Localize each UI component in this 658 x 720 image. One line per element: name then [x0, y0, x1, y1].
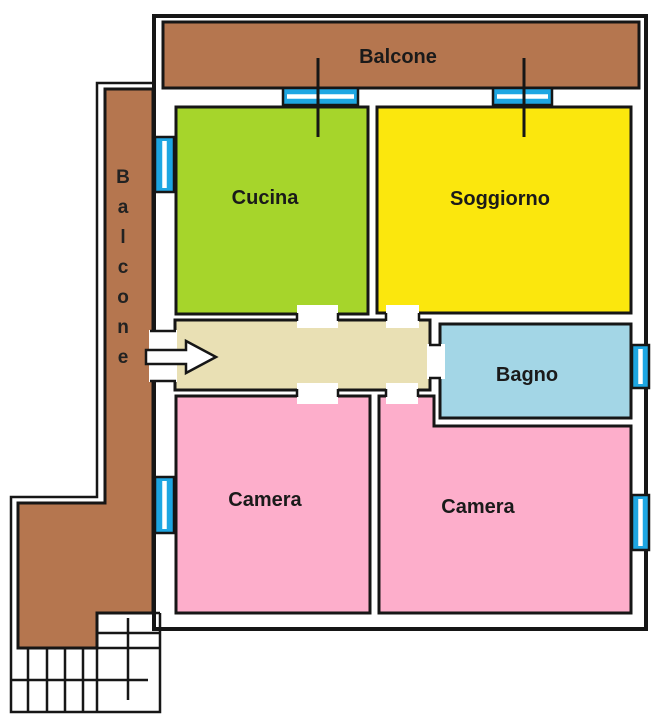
- living-room: [375, 105, 633, 315]
- room-label-bagno: Bagno: [495, 364, 559, 386]
- bedroom-left-room: [174, 394, 372, 615]
- room-label-soggiorno: Soggiorno: [450, 188, 550, 210]
- room-label-camera-left: Camera: [228, 489, 302, 511]
- window-icon-bedroom-right: [630, 493, 651, 552]
- stairs-lines: [11, 611, 162, 712]
- balcony-top-area: [161, 20, 641, 90]
- window-icon-bedroom-left: [153, 475, 176, 535]
- room-label-camera-right: Camera: [441, 496, 515, 518]
- living-room-door-opening: [386, 305, 419, 328]
- room-label-balcone-left: Balcone: [112, 167, 134, 377]
- bathroom-room: [438, 322, 633, 420]
- kitchen-door-opening: [297, 305, 338, 328]
- bedroom-right-door-opening: [386, 383, 418, 404]
- bedroom-left-door-opening: [297, 383, 338, 404]
- kitchen-room: [174, 105, 370, 316]
- bathroom-door-opening: [427, 344, 445, 379]
- window-icon-kitchen-balcony: [281, 86, 360, 107]
- balcony-stairs-outline: [9, 81, 162, 714]
- bedroom-right-room: [377, 394, 633, 615]
- door-jamb-stubs: [150, 313, 441, 397]
- stairs-icon: [11, 611, 162, 712]
- room-label-cucina: Cucina: [231, 187, 299, 209]
- window-icon-bathroom-right: [630, 343, 651, 390]
- hallway: [173, 318, 432, 392]
- room-label-balcone-top: Balcone: [359, 46, 437, 68]
- window-icon-kitchen-left: [153, 135, 176, 194]
- entrance-arrow-icon: [144, 338, 219, 376]
